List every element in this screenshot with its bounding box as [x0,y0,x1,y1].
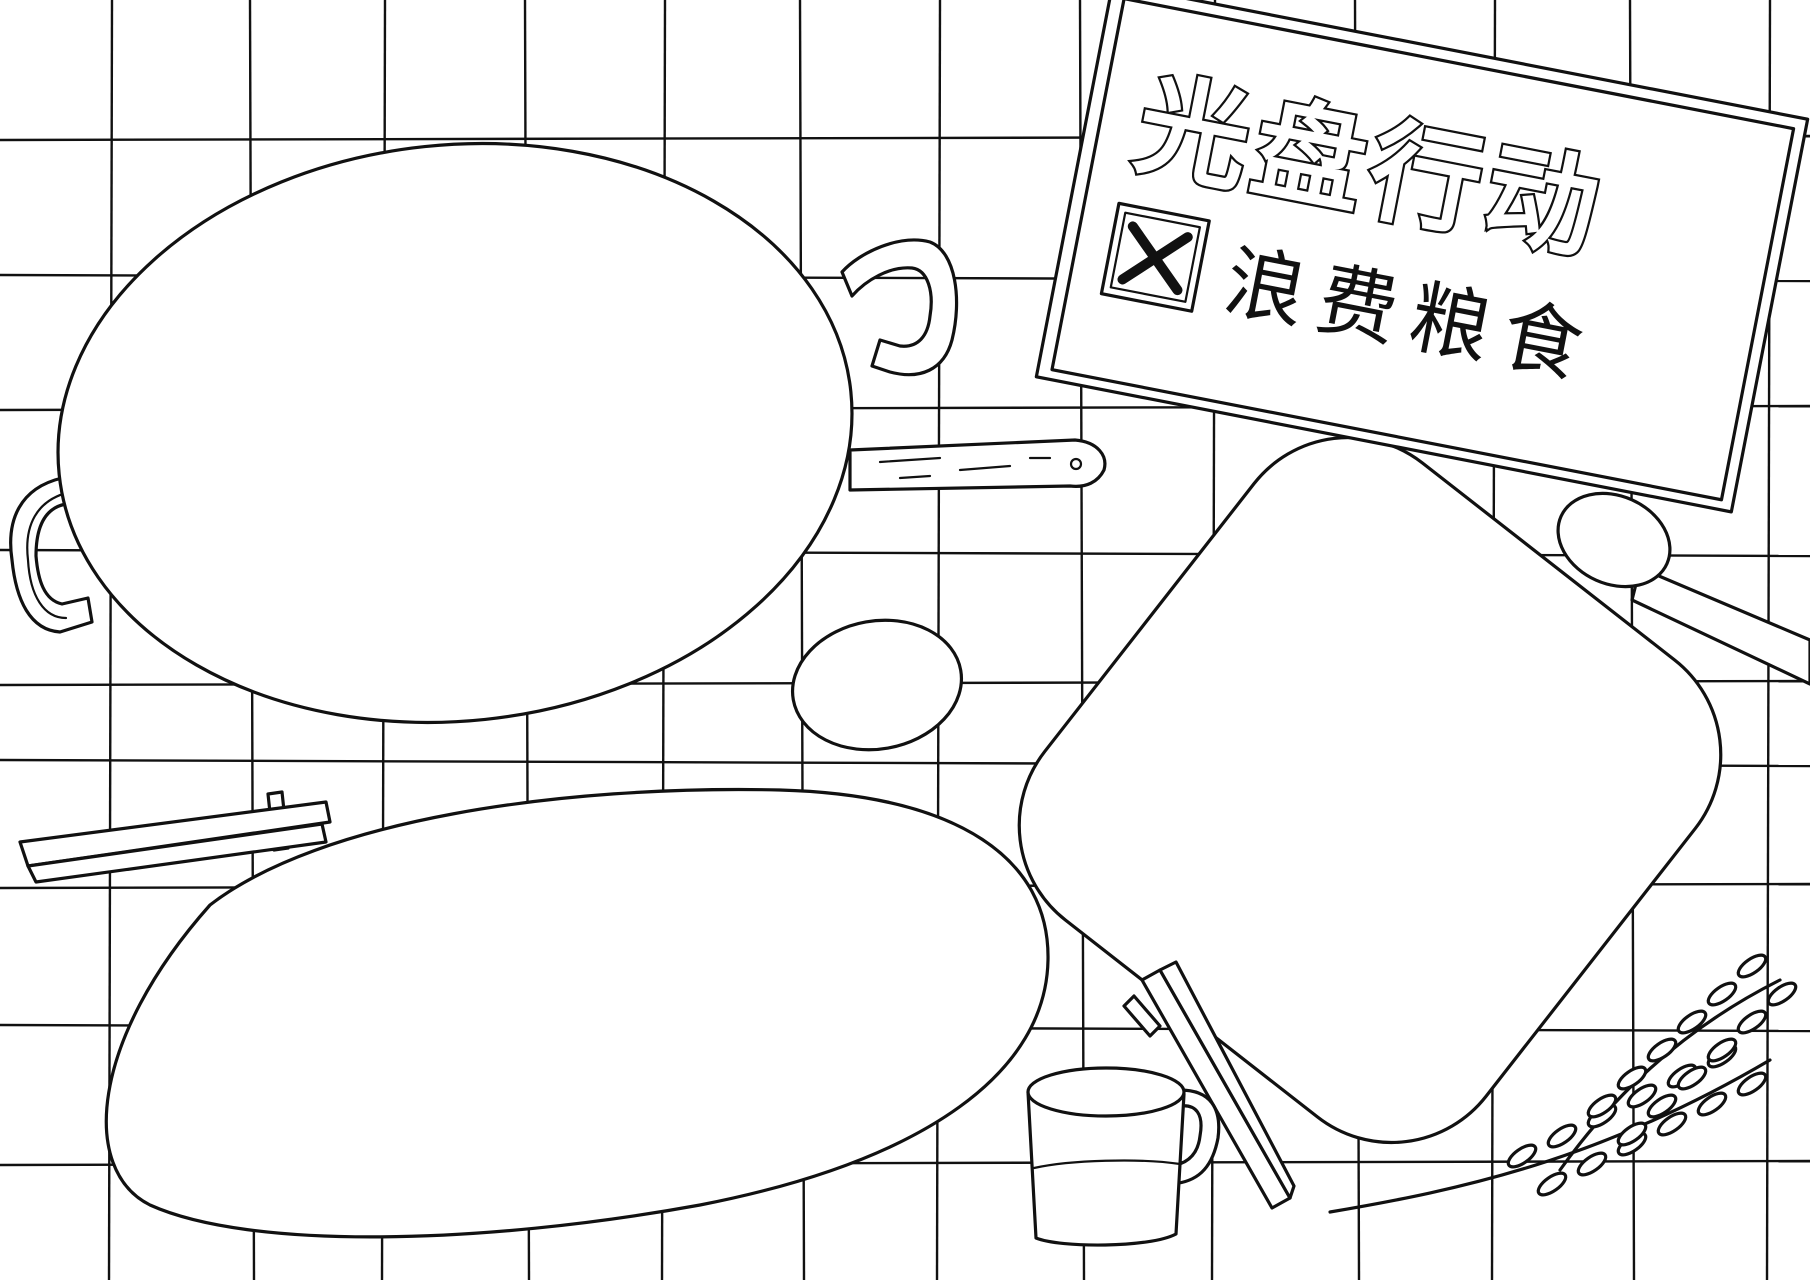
wheat-grain [1616,1121,1648,1147]
wheat-grain [1616,1065,1648,1091]
cup-icon [1026,1066,1221,1247]
wheat-grain [1736,1071,1768,1097]
wheat-grain [1626,1083,1658,1109]
wheat-icon [1328,953,1798,1214]
chopsticks-icon [18,790,332,884]
wheat-grain [1706,1037,1738,1063]
wheat-grain [1696,1091,1728,1117]
cross-in-box-icon [1099,201,1211,313]
wheat-grain [1706,981,1738,1007]
egg-icon [790,618,964,752]
wheat-grain [1736,953,1768,979]
wheat-grain [1736,1009,1768,1035]
wheat-grain [1656,1111,1688,1137]
chopsticks-icon [1122,960,1296,1210]
wheat-grain [1546,1123,1578,1149]
wok-icon [9,141,1107,725]
wheat-grain [1506,1143,1538,1169]
slogan-sign: 光盘行动 浪费粮食 [1034,0,1810,514]
spoon-icon [1556,491,1810,686]
wheat-grain [1536,1171,1568,1197]
wheat-grain [1766,981,1798,1007]
wheat-grain [1576,1151,1608,1177]
wheat-grain [1646,1093,1678,1119]
oval-plate [104,787,1050,1239]
wheat-grain [1676,1009,1708,1035]
wheat-grain [1646,1037,1678,1063]
wheat-grain [1586,1093,1618,1119]
grid-line-vertical [107,0,114,1280]
wheat-grain [1676,1065,1708,1091]
